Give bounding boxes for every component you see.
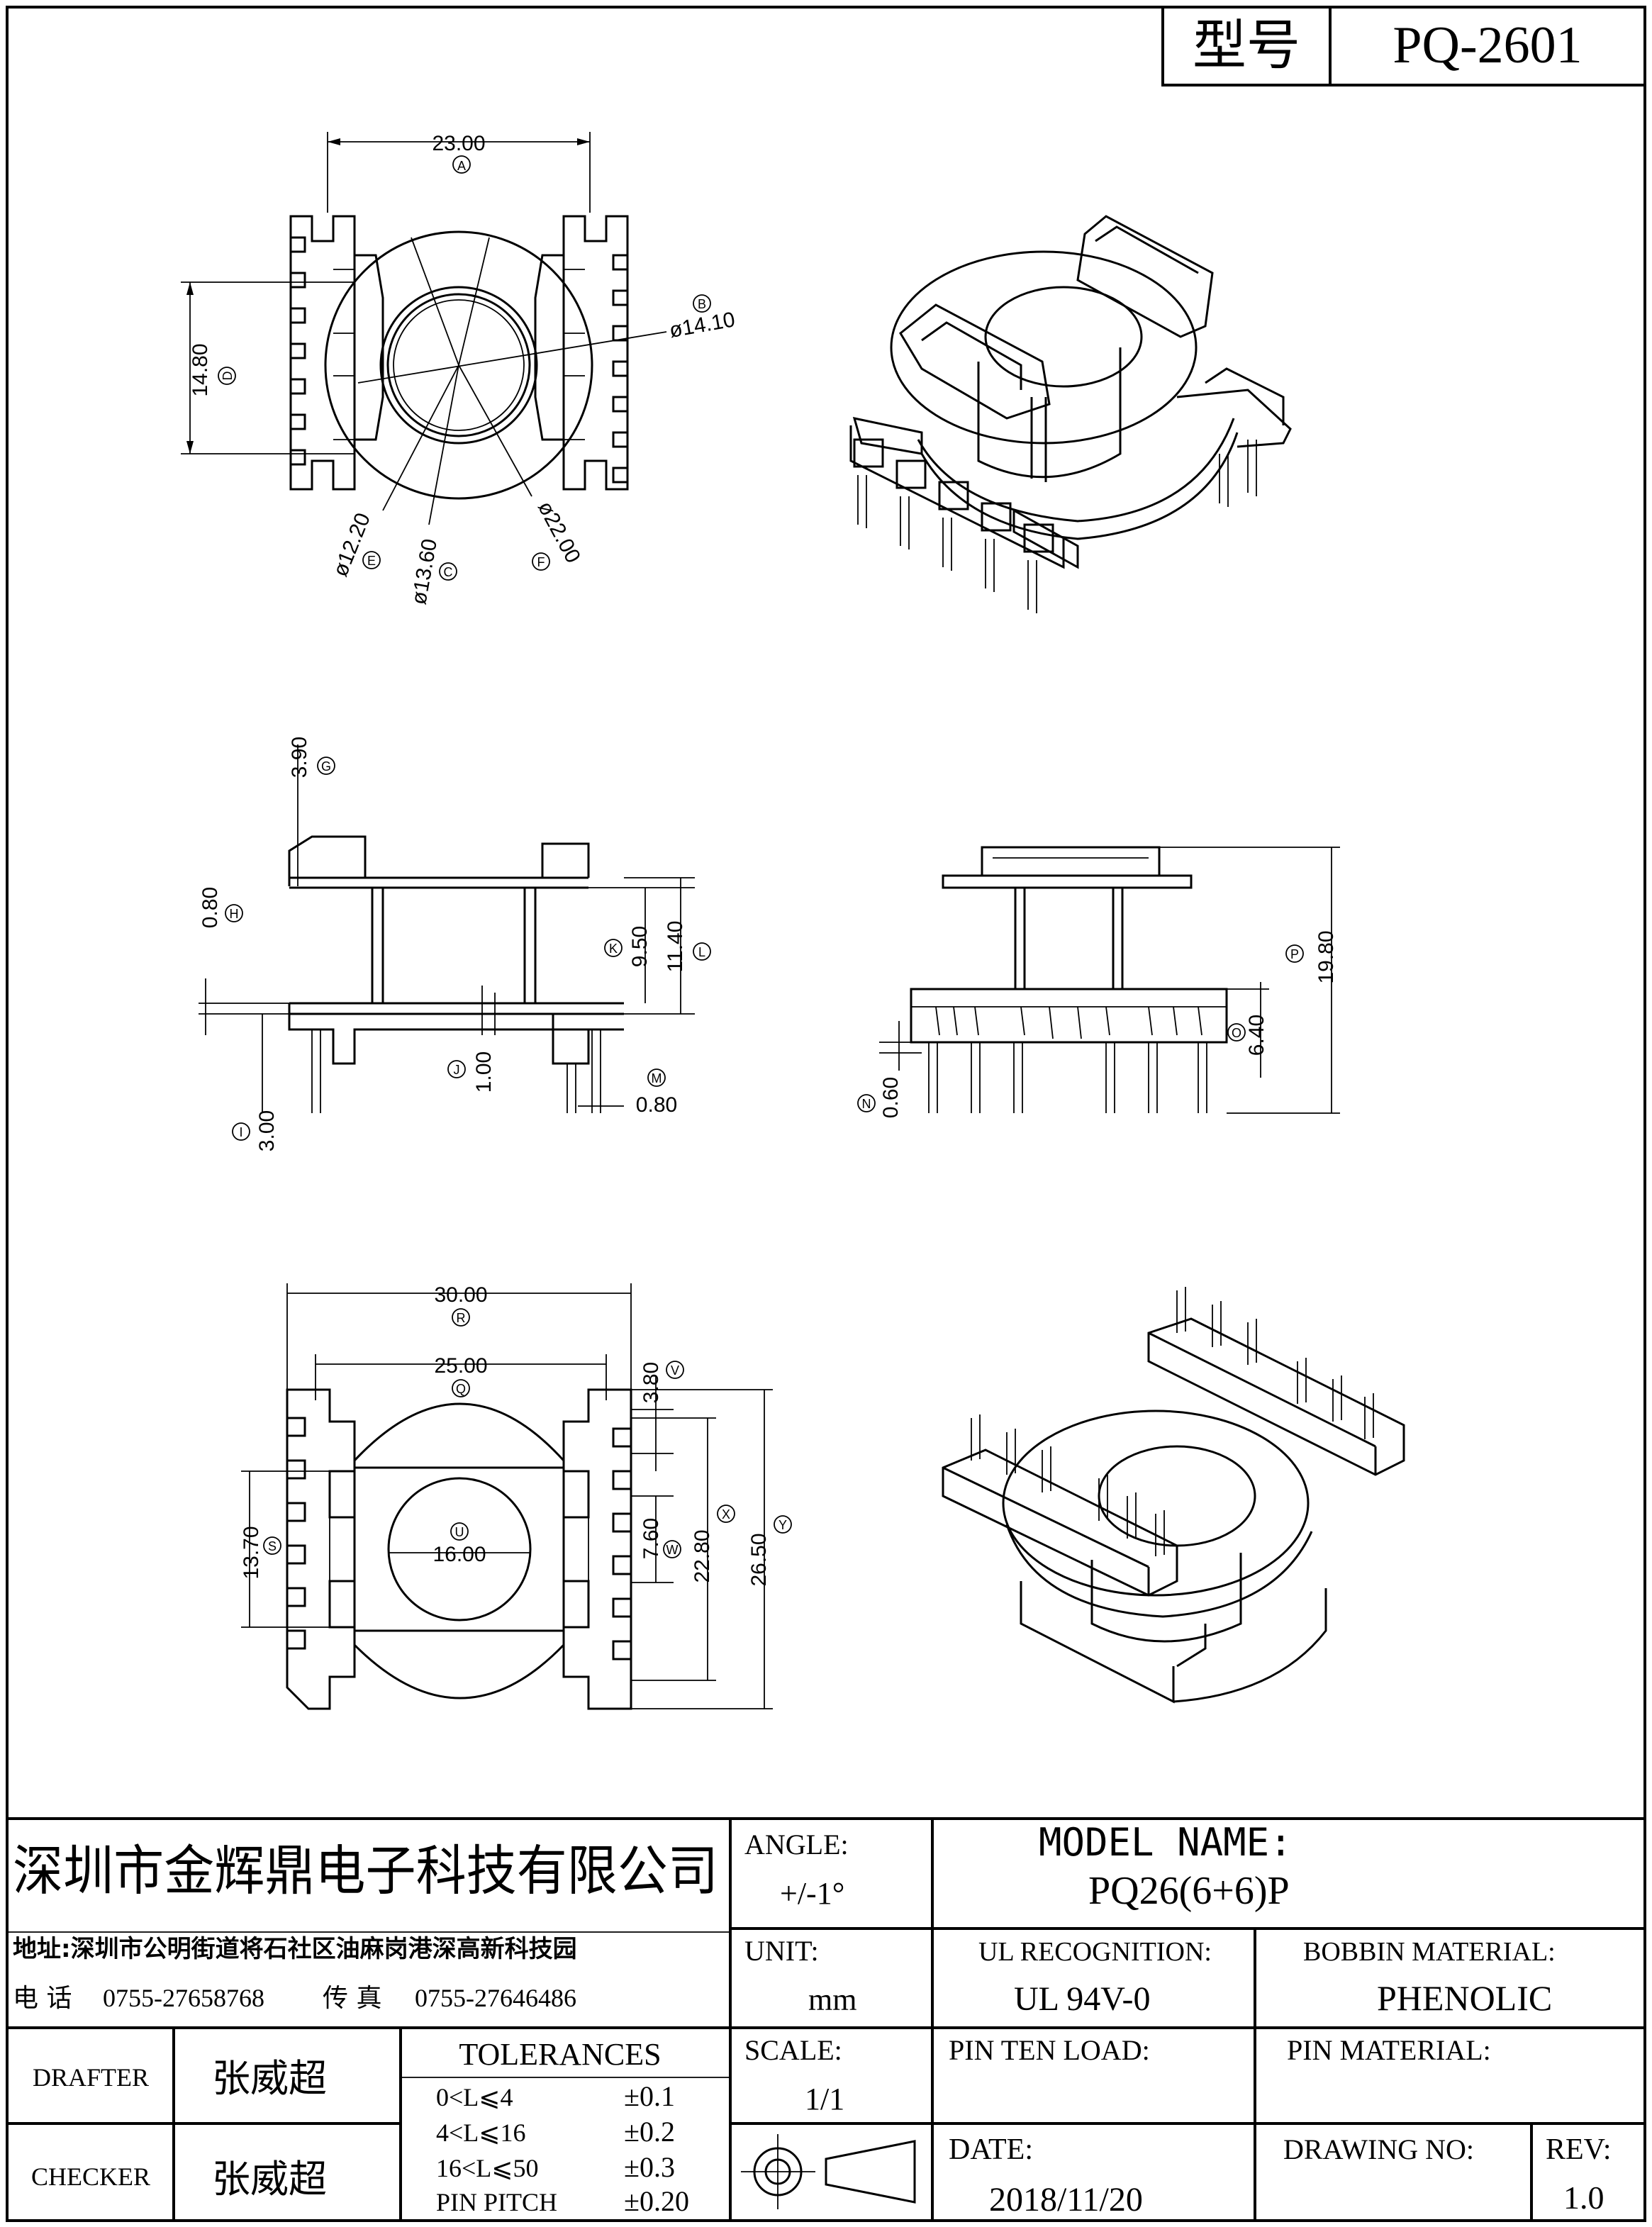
dim-Q-value: 25.00 xyxy=(434,1354,487,1378)
phone-number: 0755-27658768 xyxy=(103,1984,264,2012)
dim-U-value: 16.00 xyxy=(432,1543,486,1566)
dim-X-letter: X xyxy=(722,1507,730,1522)
dim-R-value: 30.00 xyxy=(434,1283,487,1307)
unit-value: mm xyxy=(808,1982,856,2017)
tolerance-range-4: PIN PITCH xyxy=(436,2188,557,2216)
front-view: 3.90 G 0.80 H 3.00 I 1.00 J 9.50 K 11.40… xyxy=(199,737,711,1151)
title-block: 深圳市金辉鼎电子科技有限公司 地址:深圳市公明街道将石社区油麻岗港深高新科技园 … xyxy=(7,1817,1645,2221)
dim-J-value: 1.00 xyxy=(472,1051,496,1093)
tolerance-range-2: 4<L⩽16 xyxy=(436,2119,525,2147)
dim-D-value: 14.80 xyxy=(189,343,212,396)
dim-F-letter: F xyxy=(537,555,545,569)
side-view: 19.80 P 6.40 O 0.60 N xyxy=(857,846,1340,1118)
dim-A-value: 23.00 xyxy=(432,132,485,155)
model-name-value: PQ26(6+6)P xyxy=(1088,1869,1290,1913)
dim-N-letter: N xyxy=(862,1097,871,1111)
dim-A-letter: A xyxy=(457,159,466,173)
tolerance-value-2: ±0.2 xyxy=(624,2116,675,2148)
unit-label: UNIT: xyxy=(744,1935,819,1967)
angle-label: ANGLE: xyxy=(744,1829,849,1860)
dim-D-letter: D xyxy=(221,372,235,381)
dim-I-value: 3.00 xyxy=(255,1110,279,1151)
dim-J-letter: J xyxy=(454,1063,460,1077)
dim-M-letter: M xyxy=(652,1071,662,1085)
dim-G-value: 3.90 xyxy=(288,737,311,778)
company-name: 深圳市金辉鼎电子科技有限公司 xyxy=(13,1839,718,1902)
date-value: 2018/11/20 xyxy=(989,2181,1143,2218)
dim-G-letter: G xyxy=(321,759,331,774)
dim-N-value: 0.60 xyxy=(879,1077,903,1118)
model-box-value: PQ-2601 xyxy=(1393,16,1582,74)
dim-E-letter: E xyxy=(367,554,376,568)
dim-V-letter: V xyxy=(671,1363,679,1378)
company-address: 地址:深圳市公明街道将石社区油麻岗港深高新科技园 xyxy=(13,1935,577,1963)
dim-O-letter: O xyxy=(1232,1026,1241,1040)
scale-value: 1/1 xyxy=(805,2082,844,2116)
dim-H-value: 0.80 xyxy=(199,887,222,928)
dim-C-letter: C xyxy=(444,565,453,579)
angle-value: +/-1° xyxy=(780,1876,844,1911)
dim-X-value: 22.80 xyxy=(691,1529,714,1583)
scale-label: SCALE: xyxy=(744,2034,842,2066)
date-label: DATE: xyxy=(949,2133,1033,2166)
dim-P-letter: P xyxy=(1290,947,1299,961)
fax-label: 传 真 xyxy=(323,1984,381,2013)
dim-O-value: 6.40 xyxy=(1245,1015,1268,1056)
projection-symbol-icon xyxy=(741,2134,916,2209)
bobbin-material-label: BOBBIN MATERIAL: xyxy=(1303,1937,1556,1967)
pin-material-label: PIN MATERIAL: xyxy=(1287,2034,1491,2066)
dim-S-letter: S xyxy=(268,1539,277,1553)
dim-H-letter: H xyxy=(230,907,239,921)
isometric-view-bottom xyxy=(942,1287,1405,1704)
tolerance-range-3: 16<L⩽50 xyxy=(436,2154,538,2182)
dim-K-value: 9.50 xyxy=(628,926,652,967)
dim-L-letter: L xyxy=(698,945,705,959)
ul-recognition-value: UL 94V-0 xyxy=(1014,1980,1150,2018)
dim-Y-value: 26.50 xyxy=(747,1533,771,1586)
tolerance-value-3: ±0.3 xyxy=(624,2151,675,2183)
ul-recognition-label: UL RECOGNITION: xyxy=(978,1937,1212,1967)
dim-S-value: 13.70 xyxy=(240,1526,263,1579)
rev-label: REV: xyxy=(1546,2133,1612,2166)
tolerance-range-1: 0<L⩽4 xyxy=(436,2083,513,2111)
phone-label: 电 话 xyxy=(13,1984,72,2013)
dim-B-letter: B xyxy=(698,297,706,311)
isometric-view-top xyxy=(849,215,1292,613)
model-box: 型号 PQ-2601 xyxy=(1161,7,1645,86)
dim-Q-letter: Q xyxy=(456,1382,466,1396)
dim-L-value: 11.40 xyxy=(664,921,687,973)
drafter-label: DRAFTER xyxy=(33,2063,149,2092)
model-box-label: 型号 xyxy=(1193,13,1300,77)
dim-I-letter: I xyxy=(239,1125,242,1139)
dim-K-letter: K xyxy=(609,942,618,956)
pin-ten-load-label: PIN TEN LOAD: xyxy=(949,2034,1150,2066)
bottom-view: 30.00 R 25.00 Q 16.00 U xyxy=(240,1283,792,1710)
bobbin-material-value: PHENOLIC xyxy=(1377,1978,1552,2018)
model-name-label: MODEL NAME: xyxy=(1039,1820,1293,1865)
sheet-border xyxy=(6,6,1646,2222)
dim-W-value: 7.60 xyxy=(640,1518,663,1559)
dim-U-letter: U xyxy=(455,1525,464,1539)
tolerances-label: TOLERANCES xyxy=(459,2037,661,2072)
checker-name: 张威超 xyxy=(212,2157,327,2201)
dim-V-value: 3.80 xyxy=(640,1362,663,1403)
drafter-name: 张威超 xyxy=(212,2056,327,2101)
tolerance-value-4: ±0.20 xyxy=(624,2185,689,2217)
checker-label: CHECKER xyxy=(31,2162,150,2191)
dim-M-value: 0.80 xyxy=(636,1093,677,1117)
dim-P-value: 19.80 xyxy=(1315,930,1338,983)
rev-value: 1.0 xyxy=(1563,2179,1604,2216)
drawing-no-label: DRAWING NO: xyxy=(1283,2133,1474,2165)
dim-W-letter: W xyxy=(666,1543,679,1557)
dim-R-letter: R xyxy=(457,1311,466,1325)
tolerance-value-1: ±0.1 xyxy=(624,2080,675,2112)
fax-number: 0755-27646486 xyxy=(415,1984,576,2012)
dim-Y-letter: Y xyxy=(778,1518,787,1532)
